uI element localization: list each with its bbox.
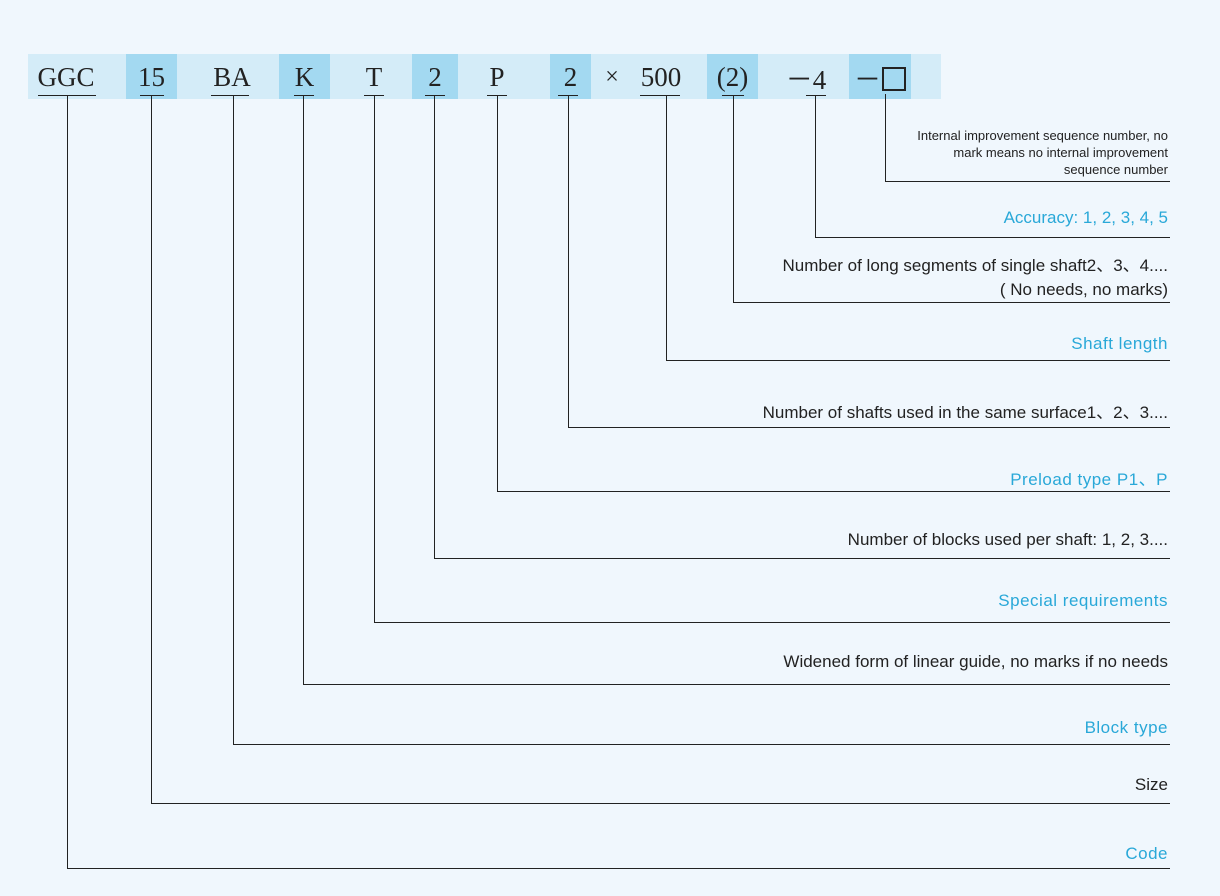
leader-horizontal-preload xyxy=(497,491,1170,492)
leader-horizontal-shafts xyxy=(568,427,1170,428)
underline-blocks xyxy=(425,95,445,96)
underline-accuracy xyxy=(806,95,826,96)
leader-vertical-block-type xyxy=(233,96,234,744)
leader-vertical-accuracy xyxy=(815,96,816,237)
label-preload: Preload type P1、P xyxy=(1010,470,1168,489)
label-size: Size xyxy=(1134,775,1168,794)
leader-vertical-code xyxy=(67,96,68,868)
underline-size xyxy=(140,95,164,96)
leader-horizontal-blocks xyxy=(434,558,1170,559)
leader-vertical-blocks xyxy=(434,96,435,558)
code-segment-improvement: － xyxy=(849,54,911,99)
leader-horizontal-accuracy xyxy=(815,237,1170,238)
code-segment-block-type: BA xyxy=(213,62,251,92)
code-segment-segments: (2) xyxy=(707,54,758,99)
leader-vertical-segments xyxy=(733,96,734,302)
code-segment-times: × xyxy=(605,64,619,90)
leader-horizontal-block-type xyxy=(233,744,1170,745)
leader-horizontal-size xyxy=(151,803,1170,804)
leader-vertical-widened xyxy=(303,96,304,684)
label-internal-improvement: Internal improvement sequence number, no… xyxy=(917,128,1168,177)
underline-block-type xyxy=(211,95,249,96)
leader-horizontal-length xyxy=(666,360,1170,361)
leader-horizontal-code xyxy=(67,868,1170,869)
label-accuracy: Accuracy: 1, 2, 3, 4, 5 xyxy=(1003,208,1168,227)
leader-vertical-length xyxy=(666,96,667,360)
code-segment-size: 15 xyxy=(126,54,177,99)
leader-vertical-size xyxy=(151,96,152,803)
code-segment-shafts: 2 xyxy=(550,54,591,99)
leader-horizontal-widened xyxy=(303,684,1170,685)
underline-segments xyxy=(722,95,744,96)
leader-vertical-shafts xyxy=(568,96,569,427)
leader-horizontal-segments xyxy=(733,302,1170,303)
label-shafts-surface: Number of shafts used in the same surfac… xyxy=(762,403,1168,422)
code-segment-ggc: GGC xyxy=(37,62,95,92)
label-blocks-per-shaft: Number of blocks used per shaft: 1, 2, 3… xyxy=(847,530,1168,549)
label-code: Code xyxy=(1125,844,1168,863)
model-code-bar xyxy=(28,54,941,99)
underline-shafts xyxy=(558,95,578,96)
label-block-type: Block type xyxy=(1084,718,1168,737)
square-box-icon xyxy=(882,66,906,91)
underline-length xyxy=(640,95,680,96)
label-widened: Widened form of linear guide, no marks i… xyxy=(783,652,1168,671)
label-segments: Number of long segments of single shaft2… xyxy=(782,256,1168,299)
label-shaft-length: Shaft length xyxy=(1071,334,1168,353)
leader-vertical-improvement xyxy=(885,94,886,181)
underline-ggc xyxy=(38,95,96,96)
code-segment-blocks: 2 xyxy=(412,54,458,99)
leader-horizontal-special xyxy=(374,622,1170,623)
leader-horizontal-improvement xyxy=(885,181,1170,182)
code-segment-widened: K xyxy=(279,54,330,99)
underline-special xyxy=(364,95,384,96)
underline-preload xyxy=(487,95,507,96)
code-segment-length: 500 xyxy=(640,62,682,92)
label-special: Special requirements xyxy=(998,591,1168,610)
underline-widened xyxy=(294,95,314,96)
code-segment-special: T xyxy=(365,62,383,92)
code-segment-preload: P xyxy=(489,62,505,92)
code-segment-accuracy: －4 xyxy=(785,65,827,95)
leader-vertical-preload xyxy=(497,96,498,491)
leader-vertical-special xyxy=(374,96,375,622)
